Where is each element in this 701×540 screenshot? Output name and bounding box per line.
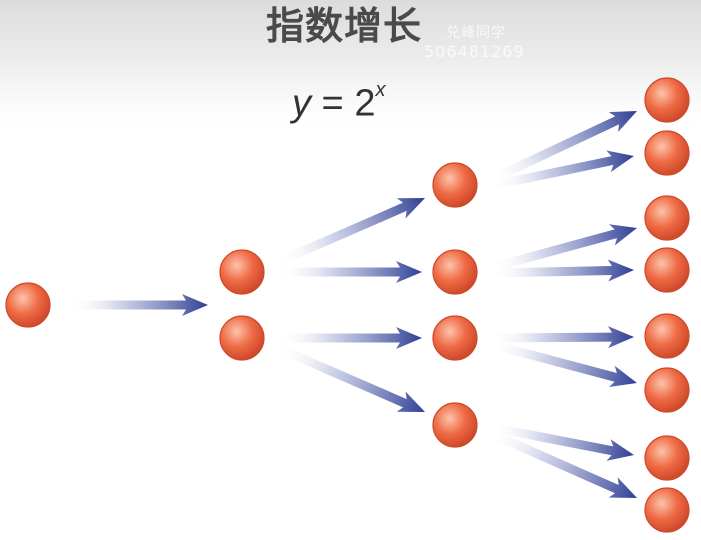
arrow-icon <box>278 327 422 349</box>
watermark-name: 兑峰同学 <box>446 25 506 41</box>
ball-level-3 <box>644 313 690 359</box>
ball-level-3 <box>644 195 690 241</box>
ball-level-2 <box>432 315 478 361</box>
ball-level-2 <box>432 162 478 208</box>
ball-level-2 <box>432 402 478 448</box>
balls-layer <box>5 77 690 533</box>
ball-level-2 <box>432 249 478 295</box>
arrow-icon <box>278 261 422 283</box>
ball-level-0 <box>5 282 51 328</box>
formula-equals: = <box>311 82 355 125</box>
ball-level-3 <box>644 130 690 176</box>
watermark-number: 506481269 <box>424 42 525 61</box>
formula: y = 2x <box>292 72 385 128</box>
arrow-icon <box>276 197 426 267</box>
arrow-icon <box>489 259 634 282</box>
formula-exponent: x <box>375 79 386 101</box>
arrow-icon <box>488 428 638 499</box>
ball-level-3 <box>644 367 690 413</box>
formula-base: 2 <box>354 82 376 125</box>
arrow-icon <box>489 422 635 461</box>
arrow-icon <box>488 111 637 185</box>
arrows-layer <box>68 111 638 499</box>
arrow-icon <box>489 150 635 191</box>
ball-level-3 <box>644 435 690 481</box>
ball-level-3 <box>644 247 690 293</box>
page-title: 指数增长 <box>266 4 423 48</box>
ball-level-3 <box>644 487 690 533</box>
ball-level-1 <box>219 315 265 361</box>
ball-level-3 <box>644 77 690 123</box>
formula-lhs: y <box>292 82 311 125</box>
arrow-icon <box>488 224 637 273</box>
arrow-icon <box>488 339 637 387</box>
arrow-icon <box>276 343 426 413</box>
arrow-icon <box>68 294 208 316</box>
ball-level-1 <box>219 249 265 295</box>
arrow-icon <box>489 326 634 349</box>
